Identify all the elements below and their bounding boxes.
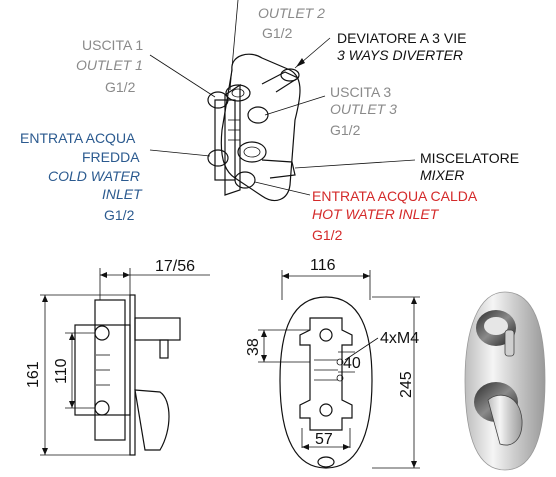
outlet1-label-en: OUTLET 1 xyxy=(76,57,143,73)
dim-side-height: 161 xyxy=(25,361,42,388)
hot-label-it: ENTRATA ACQUA CALDA xyxy=(312,188,478,204)
leader-lines xyxy=(149,0,416,196)
diverter-label-en: 3 WAYS DIVERTER xyxy=(337,47,463,63)
cold-label-en2: INLET xyxy=(102,186,143,202)
product-photo xyxy=(464,291,546,471)
dim-front-40: 40 xyxy=(343,355,361,372)
outlet2-thread: G1/2 xyxy=(262,25,293,41)
cold-thread: G1/2 xyxy=(104,207,135,223)
outlet3-label-it: USCITA 3 xyxy=(330,84,391,100)
screws-label: 4xM4 xyxy=(380,330,419,347)
cold-label-it2: FREDDA xyxy=(82,149,140,165)
diverter-label-it: DEVIATORE A 3 VIE xyxy=(337,30,466,46)
hot-thread: G1/2 xyxy=(312,227,343,243)
outlet1-label-it: USCITA 1 xyxy=(82,37,143,53)
dim-front-38: 38 xyxy=(245,338,262,356)
side-view: 17/56 161 110 xyxy=(25,258,210,456)
front-view: 116 38 57 40 4xM4 xyxy=(245,257,420,469)
dim-front-57: 57 xyxy=(315,431,333,448)
dim-side-depth: 17/56 xyxy=(155,258,195,275)
dim-front-width: 116 xyxy=(310,257,336,274)
valve-body-sketch xyxy=(207,53,301,202)
dim-front-height: 245 xyxy=(398,371,415,398)
cold-label-en1: COLD WATER xyxy=(48,168,140,184)
outlet3-thread: G1/2 xyxy=(330,122,361,138)
outlet2-label: OUTLET 2 xyxy=(258,5,325,21)
outlet1-thread: G1/2 xyxy=(105,79,136,95)
mixer-label-en: MIXER xyxy=(420,167,464,183)
mixer-label-it: MISCELATORE xyxy=(420,150,519,166)
outlet3-label-en: OUTLET 3 xyxy=(330,101,397,117)
dim-side-inner: 110 xyxy=(53,358,70,384)
cold-label-it1: ENTRATA ACQUA xyxy=(20,130,136,146)
hot-label-en: HOT WATER INLET xyxy=(312,206,440,222)
